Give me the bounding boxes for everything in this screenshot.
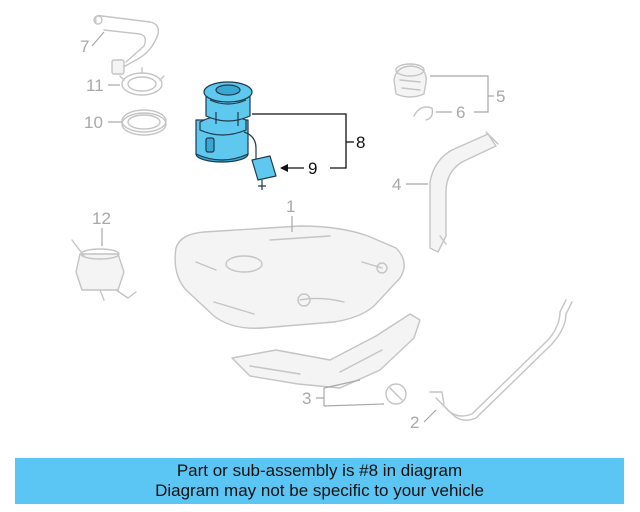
callout-8-label: 8 (356, 133, 365, 152)
callout-2-label: 2 (410, 413, 419, 432)
callout-10-label: 10 (84, 113, 103, 132)
parts-diagram: 7 11 10 8 (71, 14, 573, 432)
callout-9-label: 9 (308, 159, 317, 178)
part-1-fuel-tank[interactable] (174, 225, 405, 329)
part-3-heat-shields[interactable] (231, 313, 421, 405)
part-10-seal[interactable] (121, 109, 167, 136)
part-7-wire-harness[interactable] (93, 14, 160, 75)
callout-7: 7 (80, 31, 105, 56)
callout-1: 1 (286, 197, 295, 232)
callout-12: 12 (92, 209, 111, 246)
callout-2: 2 (410, 409, 437, 432)
part-6-cap-tether[interactable] (413, 106, 434, 121)
part-11-lock-ring[interactable] (119, 67, 165, 96)
part-8-fuel-pump-module[interactable] (195, 81, 257, 163)
banner-line-1: Part or sub-assembly is #8 in diagram (176, 461, 463, 480)
part-4-filler-neck[interactable] (429, 131, 499, 253)
callout-12-label: 12 (92, 209, 111, 228)
callout-9: 9 (280, 159, 317, 178)
callout-11: 11 (86, 76, 120, 95)
callout-3: 3 (302, 379, 385, 408)
info-banner: Part or sub-assembly is #8 in diagram Di… (15, 458, 624, 504)
part-2-tank-strap[interactable] (429, 299, 573, 421)
callout-4-label: 4 (392, 175, 401, 194)
callout-8: 8 (252, 113, 365, 169)
callout-3-label: 3 (302, 389, 311, 408)
callout-10: 10 (84, 113, 122, 132)
callout-4: 4 (392, 175, 428, 194)
callout-5-6: 5 6 (430, 75, 505, 122)
callout-11-label: 11 (86, 76, 104, 95)
callout-6-label: 6 (456, 103, 465, 122)
callout-7-label: 7 (80, 37, 89, 56)
callout-5-label: 5 (496, 87, 505, 106)
banner-line-2: Diagram may not be specific to your vehi… (155, 481, 484, 500)
part-5-filler-cap[interactable] (393, 63, 427, 98)
part-9-fuel-level-sender[interactable] (251, 155, 277, 190)
part-12-fuel-filter[interactable] (71, 239, 137, 301)
callout-1-label: 1 (286, 197, 295, 216)
